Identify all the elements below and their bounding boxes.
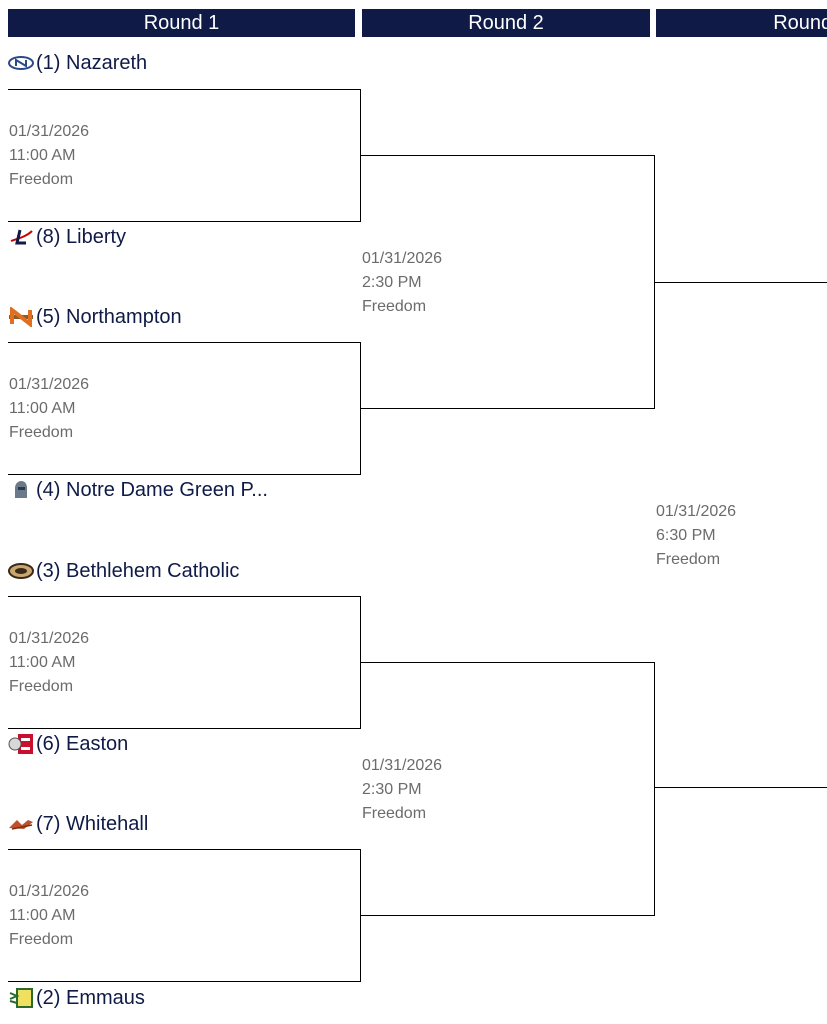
team-liberty[interactable]: (8) Liberty: [8, 224, 126, 250]
nazareth-logo-icon: [8, 52, 34, 74]
game-location: Freedom: [656, 551, 721, 568]
game-date: 01/31/2026: [9, 376, 90, 393]
notre-dame-logo-icon: [8, 479, 34, 501]
game-info-r2-g2: 01/31/2026 2:30 PM Freedom: [362, 754, 442, 826]
bracket-connector-r1-game3: [8, 596, 361, 729]
game-time: 11:00 AM: [9, 147, 76, 164]
round-3-label: Round 3: [773, 12, 827, 34]
team-label: (1) Nazareth: [36, 51, 148, 74]
game-time: 11:00 AM: [9, 907, 76, 924]
team-nazareth[interactable]: (1) Nazareth: [8, 50, 147, 76]
bethlehem-catholic-logo-icon: [8, 560, 34, 582]
game-time: 11:00 AM: [9, 400, 76, 417]
northampton-logo-icon: [8, 306, 34, 328]
game-info-r1-g4: 01/31/2026 11:00 AM Freedom: [9, 880, 89, 952]
game-location: Freedom: [362, 805, 427, 822]
bracket-connector-r1-game4: [8, 849, 361, 982]
game-time: 2:30 PM: [362, 274, 422, 291]
team-easton[interactable]: (6) Easton: [8, 731, 128, 757]
game-location: Freedom: [9, 424, 74, 441]
team-label: (3) Bethlehem Catholic: [36, 559, 240, 582]
game-date: 01/31/2026: [9, 883, 90, 900]
game-info-r2-g1: 01/31/2026 2:30 PM Freedom: [362, 247, 442, 319]
game-date: 01/31/2026: [362, 757, 443, 774]
game-time: 6:30 PM: [656, 527, 716, 544]
bracket-connector-r2-game2: [361, 662, 655, 916]
team-label: (4) Notre Dame Green P...: [36, 478, 268, 501]
game-date: 01/31/2026: [9, 123, 90, 140]
team-label: (2) Emmaus: [36, 986, 145, 1009]
team-notre-dame[interactable]: (4) Notre Dame Green P...: [8, 477, 268, 503]
round-3-header: Round 3: [656, 9, 827, 37]
game-date: 01/31/2026: [656, 503, 737, 520]
game-location: Freedom: [9, 171, 74, 188]
game-location: Freedom: [9, 678, 74, 695]
game-location: Freedom: [9, 931, 74, 948]
team-northampton[interactable]: (5) Northampton: [8, 304, 182, 330]
team-label: (7) Whitehall: [36, 812, 149, 835]
game-date: 01/31/2026: [362, 250, 443, 267]
team-whitehall[interactable]: (7) Whitehall: [8, 811, 148, 837]
bracket-connector-r2-game1: [361, 155, 655, 409]
bracket-connector-r3-bottom: [655, 787, 827, 788]
bracket-connector-r1-game1: [8, 89, 361, 222]
game-date: 01/31/2026: [9, 630, 90, 647]
game-info-r3-g1: 01/31/2026 6:30 PM Freedom: [656, 500, 736, 572]
team-label: (6) Easton: [36, 732, 129, 755]
team-bethlehem-catholic[interactable]: (3) Bethlehem Catholic: [8, 558, 239, 584]
liberty-logo-icon: [8, 226, 34, 248]
game-time: 11:00 AM: [9, 654, 76, 671]
team-label: (8) Liberty: [36, 225, 127, 248]
team-emmaus[interactable]: (2) Emmaus: [8, 985, 145, 1011]
game-info-r1-g2: 01/31/2026 11:00 AM Freedom: [9, 373, 89, 445]
whitehall-logo-icon: [8, 813, 34, 835]
game-info-r1-g3: 01/31/2026 11:00 AM Freedom: [9, 627, 89, 699]
game-info-r1-g1: 01/31/2026 11:00 AM Freedom: [9, 120, 89, 192]
easton-logo-icon: [8, 733, 34, 755]
round-1-header: Round 1: [8, 9, 355, 37]
round-2-header: Round 2: [362, 9, 650, 37]
game-location: Freedom: [362, 298, 427, 315]
bracket-connector-r3-top: [655, 282, 827, 283]
team-label: (5) Northampton: [36, 305, 182, 328]
emmaus-logo-icon: [8, 987, 34, 1009]
bracket-connector-r1-game2: [8, 342, 361, 475]
game-time: 2:30 PM: [362, 781, 422, 798]
